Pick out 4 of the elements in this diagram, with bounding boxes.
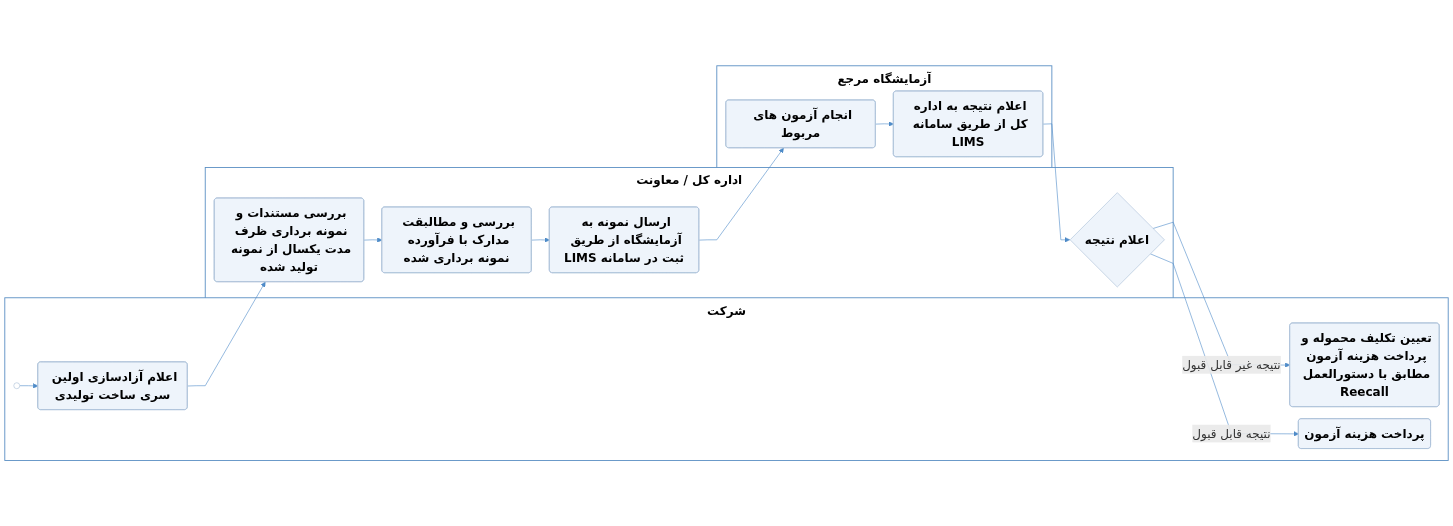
edge-label: نتیجه غیر قابل قبول bbox=[1182, 357, 1281, 372]
node-diamond: اعلام نتیجه bbox=[1069, 192, 1165, 288]
edge-label: نتیجه قابل قبول bbox=[1192, 426, 1271, 441]
node-circle bbox=[13, 382, 21, 389]
